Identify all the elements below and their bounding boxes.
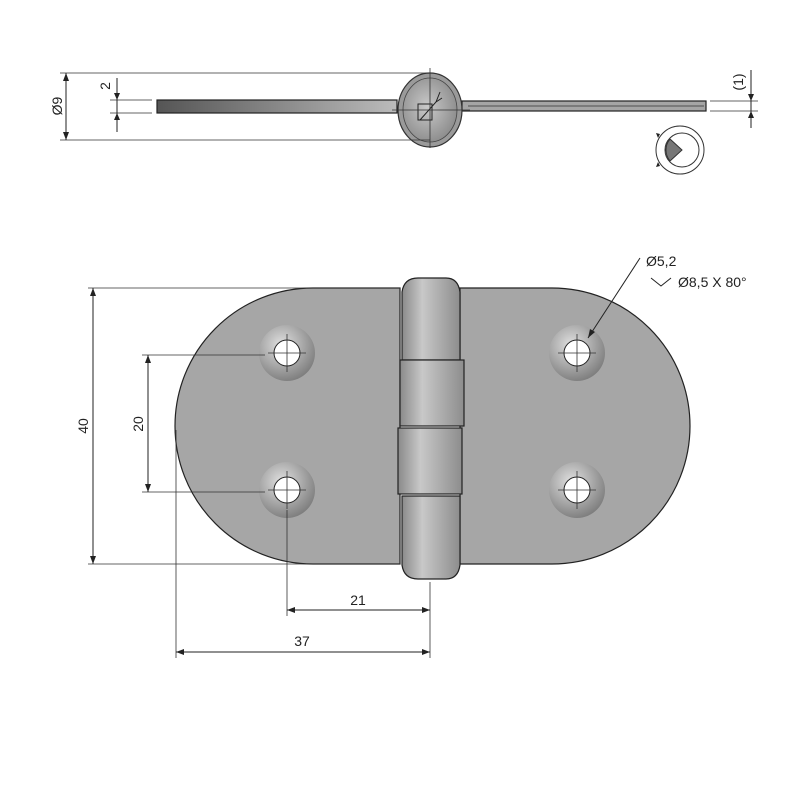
thickness-label: 2	[97, 82, 113, 90]
knuckle-bottom	[401, 495, 461, 580]
knuckle-top	[401, 277, 461, 361]
knuckle-3	[397, 427, 463, 495]
pin-detail	[419, 91, 443, 121]
right-leaf	[459, 287, 691, 565]
hinge-barrel	[397, 277, 465, 580]
diameter-label: Ø9	[49, 96, 65, 115]
left-leaf	[174, 287, 401, 565]
gap-label: (1)	[730, 73, 746, 90]
pin-symbol	[417, 103, 433, 121]
screw-holes	[259, 325, 605, 518]
rotation-range-icon	[655, 125, 705, 175]
knuckle-2	[399, 359, 465, 427]
hole-diameter-label: Ø5,2	[646, 253, 677, 269]
countersink-label: Ø8,5 X 80°	[678, 274, 747, 290]
edge-to-axis-label: 37	[294, 633, 310, 649]
front-view: 40 20 21 37 Ø5,2 Ø8,5 X 80°	[75, 253, 747, 658]
left-leaf-side	[156, 99, 398, 114]
hole-callout-leader	[587, 257, 641, 339]
height-label: 40	[75, 418, 91, 434]
hole-spacing-label: 20	[130, 416, 146, 432]
countersink-symbol	[650, 277, 672, 287]
top-view: Ø9 2 (1)	[49, 68, 758, 175]
hole-to-axis-label: 21	[350, 592, 366, 608]
